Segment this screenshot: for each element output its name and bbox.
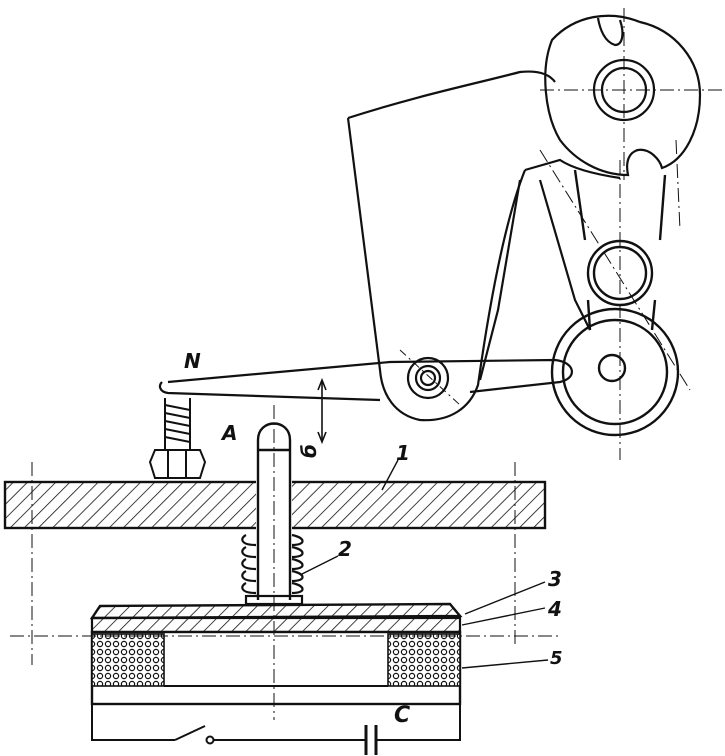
armature-4	[90, 616, 462, 634]
label-gap: б	[297, 444, 321, 458]
lever-centerline	[399, 349, 461, 406]
gap-dimension	[317, 377, 327, 445]
upper-centerlines	[540, 8, 722, 180]
spring-2	[241, 533, 304, 606]
leader-lines	[299, 459, 549, 669]
lever-pivot	[406, 356, 450, 400]
lever-frame	[346, 70, 621, 422]
middle-centerlines	[539, 139, 691, 460]
label-part-3: 3	[548, 567, 562, 591]
armature-3	[89, 602, 463, 620]
label-part-1: 1	[396, 441, 410, 465]
adjusting-screw	[148, 398, 207, 479]
label-part-5: 5	[550, 648, 563, 669]
lever-arm	[158, 358, 573, 402]
label-part-4: 4	[547, 597, 562, 621]
coil-left	[91, 633, 165, 687]
label-capacitor: C	[394, 703, 410, 728]
circuit	[91, 704, 461, 755]
label-n: N	[184, 349, 201, 373]
label-a: A	[220, 421, 237, 445]
lower-roller	[550, 307, 680, 437]
coil-right	[387, 633, 461, 687]
label-part-2: 2	[338, 537, 352, 561]
